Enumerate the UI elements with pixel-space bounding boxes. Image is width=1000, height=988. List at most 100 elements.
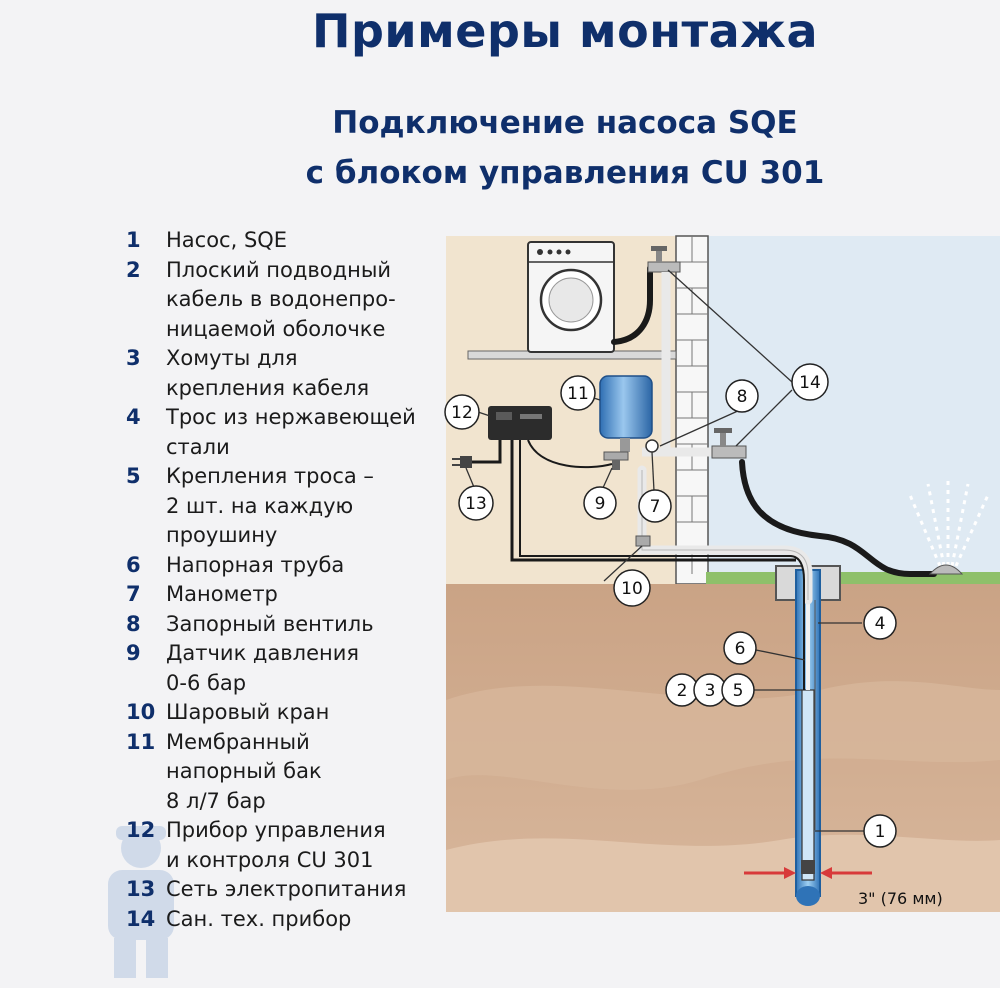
legend-text: Сеть электропитания [166,877,407,901]
legend-text: Шаровый кран [166,700,330,724]
legend-item-4: 4 Трос из нержавеющей стали [126,403,436,462]
washing-machine-icon [527,241,615,353]
soil-layer [446,834,1000,912]
callout-7: 7 [638,489,672,523]
callout-4: 4 [863,606,897,640]
mascot-illustration [108,826,174,978]
legend-text: Хомуты для крепления кабеля [166,346,370,400]
sensor-cable [527,439,613,469]
legend-item-7: 7 Манометр [126,580,436,610]
legend-number: 6 [126,552,141,577]
legend-text: Насос, SQE [166,228,288,252]
sprinkler-head [928,564,964,575]
legend-text: Трос из нержавеющей стали [166,405,416,459]
legend-item-6: 6 Напорная труба [126,551,436,581]
svg-text:2: 2 [677,681,688,701]
legend-item-11: 11 Мембранный напорный бак 8 л/7 бар [126,728,436,817]
soil-layer [446,681,1000,790]
pressure-gauge-icon [645,439,659,453]
sky [706,236,1000,584]
callout-10: 10 [613,569,651,607]
garden-hose [739,459,937,577]
subtitle-line-1: Подключение насоса SQE [332,105,798,141]
legend-number: 8 [126,611,141,636]
control-unit-icon [488,406,552,440]
legend-number: 13 [126,877,156,901]
legend-number: 10 [126,700,156,724]
callout-6: 6 [723,631,757,665]
diameter-label: 3" (76 мм) [858,889,943,908]
legend-item-10: 10 Шаровый кран [126,698,436,728]
svg-text:4: 4 [875,614,886,634]
callout-2: 2 [665,673,699,707]
borehole [795,569,821,906]
washer-hose [611,265,653,345]
svg-text:14: 14 [799,373,821,393]
outdoor-tap-icon [711,428,747,459]
power-cable [470,440,502,464]
brick-wall [675,235,709,585]
svg-text:12: 12 [451,403,473,423]
page-title: Примеры монтажа [312,4,818,58]
legend-number: 4 [126,405,141,429]
svg-text:1: 1 [875,822,886,842]
pump-cable-2 [519,440,805,690]
svg-text:5: 5 [733,681,744,701]
legend-text: Мембранный напорный бак 8 л/7 бар [166,729,322,813]
callout-8: 8 [725,379,759,413]
svg-text:9: 9 [595,494,606,514]
legend-item-1: 1 Насос, SQE [126,226,436,256]
legend-text: Прибор управления и контроля CU 301 [166,818,386,872]
legend-item-14: 14 Сан. тех. прибор [126,905,436,935]
pressure-sensor-icon [603,451,629,470]
callout-leaders [465,269,864,832]
svg-text:13: 13 [465,494,487,514]
legend-text: Сан. тех. прибор [166,906,352,931]
pump-cable [510,440,796,562]
callout-5: 5 [721,673,755,707]
svg-text:8: 8 [737,387,748,407]
legend-item-3: 3 Хомуты для крепления кабеля [126,344,436,403]
pressure-pipe-outline [641,470,809,600]
legend-text: Напорная труба [166,552,345,577]
legend-item-5: 5 Крепления троса – 2 шт. на каждую проу… [126,462,436,551]
legend-item-12: 12 Прибор управления и контроля CU 301 [126,816,436,875]
callout-9: 9 [583,486,617,520]
membrane-tank-icon [599,375,653,452]
legend-number: 2 [126,257,141,282]
svg-text:11: 11 [567,384,589,404]
svg-text:7: 7 [650,497,661,517]
legend-number: 1 [126,228,141,252]
legend-number: 7 [126,582,141,606]
legend-item-8: 8 Запорный вентиль [126,610,436,640]
legend-number: 9 [126,641,141,665]
callout-13: 13 [458,485,494,521]
legend-number: 5 [126,464,141,488]
sprinkler-icon [908,480,990,567]
legend-text: Плоский подводный кабель в водонепро-ниц… [166,257,396,341]
legend-item-9: 9 Датчик давления 0-6 бар [126,639,436,698]
svg-text:3: 3 [705,681,716,701]
ball-valve-icon [635,535,651,547]
legend-item-2: 2 Плоский подводный кабель в водонепро-н… [126,256,436,345]
legend-text: Датчик давления 0-6 бар [166,641,360,695]
legend-number: 12 [126,818,156,842]
diameter-arrows [744,867,872,879]
legend-number: 14 [126,906,156,931]
callout-12: 12 [444,394,480,430]
legend-number: 3 [126,346,141,370]
page-subtitle: Подключение насоса SQE с блоком управлен… [0,98,1000,198]
svg-text:6: 6 [735,639,746,659]
subtitle-line-2: с блоком управления CU 301 [305,155,825,191]
power-plug-icon [452,456,472,468]
legend-item-13: 13 Сеть электропитания [126,875,436,905]
legend-text: Крепления троса – 2 шт. на каждую проуши… [166,464,374,547]
svg-text:10: 10 [621,579,643,599]
callout-11: 11 [560,375,596,411]
callout-14: 14 [791,363,829,401]
legend-list: 1 Насос, SQE 2 Плоский подводный кабель … [126,226,436,934]
callout-1: 1 [863,814,897,848]
legend-text: Запорный вентиль [166,611,374,636]
legend-text: Манометр [166,582,278,606]
